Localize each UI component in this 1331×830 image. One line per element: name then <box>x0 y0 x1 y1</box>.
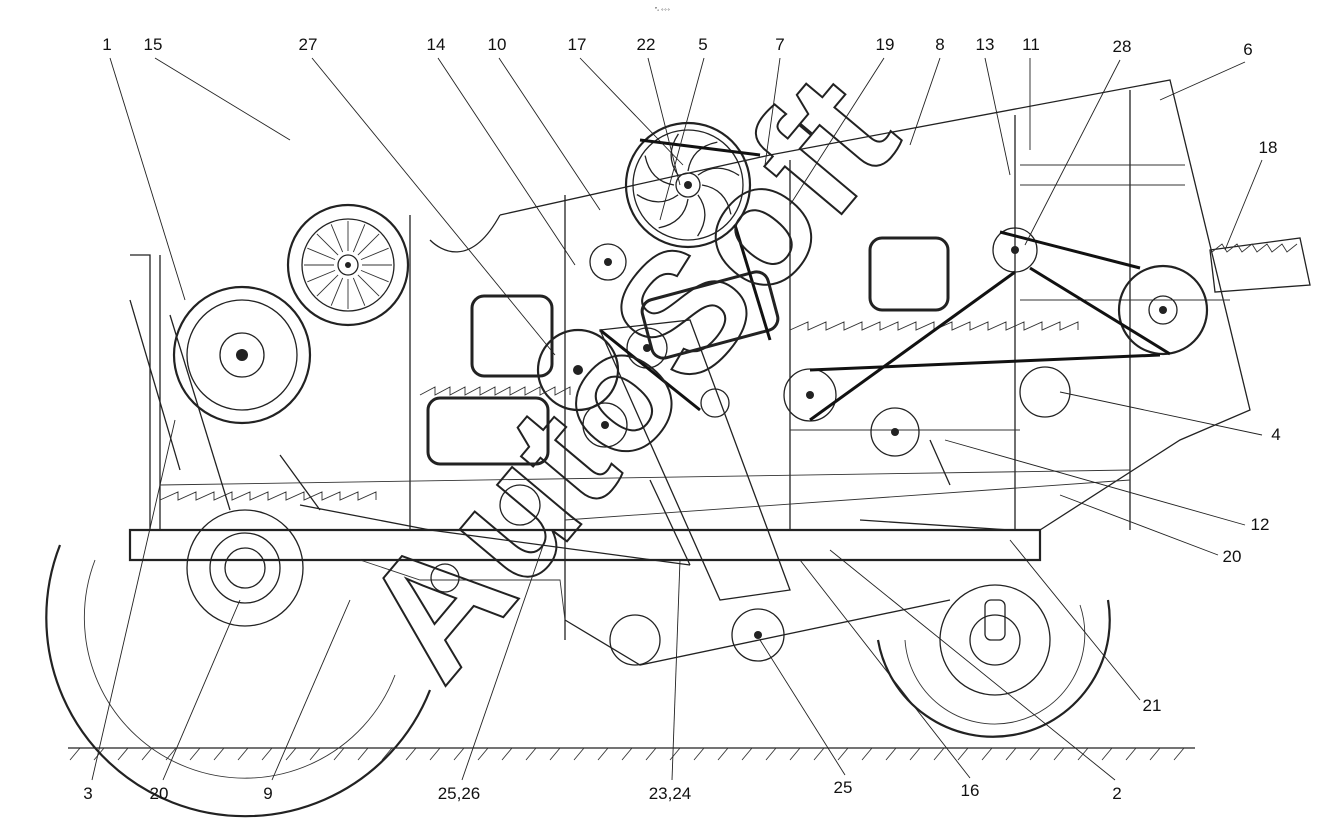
callouts-top: 1 15 27 14 10 17 22 5 7 19 8 13 11 28 6 … <box>102 35 1277 157</box>
beater-fan-wheel <box>624 121 752 249</box>
callout-label: 1 <box>102 35 111 54</box>
callout-label: 23,24 <box>649 784 692 803</box>
callout-label: 21 <box>1143 696 1162 715</box>
watermark: AutoSoft <box>326 41 933 713</box>
callout-label: 22 <box>637 35 656 54</box>
inspection-panels <box>426 236 950 466</box>
callout-label: 16 <box>961 781 980 800</box>
callout-label: 27 <box>299 35 318 54</box>
leader-lines <box>91 57 1263 781</box>
callout-label: 9 <box>263 784 272 803</box>
callout-label: 5 <box>698 35 707 54</box>
callout-label: 4 <box>1271 425 1280 444</box>
callout-label: 20 <box>1223 547 1242 566</box>
callout-label: 15 <box>144 35 163 54</box>
drive-belts <box>599 138 1171 422</box>
callout-label: 3 <box>83 784 92 803</box>
callout-label: 14 <box>427 35 446 54</box>
rear-wheel <box>876 584 1111 738</box>
callout-label: 19 <box>876 35 895 54</box>
callout-label: 18 <box>1259 138 1278 157</box>
callout-label: 6 <box>1243 40 1252 59</box>
ground-line <box>68 747 1195 761</box>
callout-label: 25,26 <box>438 784 481 803</box>
callout-label: 12 <box>1251 515 1270 534</box>
callout-label: 17 <box>568 35 587 54</box>
engine-pulley <box>172 285 312 425</box>
front-wheel <box>45 509 432 818</box>
callouts-right: 4 12 20 21 <box>1143 425 1281 715</box>
callout-label: 8 <box>935 35 944 54</box>
header-mark: ᴿₒ ∘∘∘ <box>655 7 670 13</box>
callout-label: 2 <box>1112 784 1121 803</box>
callout-label: 7 <box>775 35 784 54</box>
callout-label: 28 <box>1113 37 1132 56</box>
callout-label: 20 <box>150 784 169 803</box>
callout-label: 11 <box>1022 35 1040 54</box>
linkages <box>129 299 1011 566</box>
callout-label: 13 <box>976 35 995 54</box>
callout-label: 10 <box>488 35 507 54</box>
elevator-auger <box>599 319 791 601</box>
callouts-bottom: 3 20 9 25,26 23,24 25 16 2 <box>83 778 1121 803</box>
radiator-fan <box>286 203 410 327</box>
callout-label: 25 <box>834 778 853 797</box>
